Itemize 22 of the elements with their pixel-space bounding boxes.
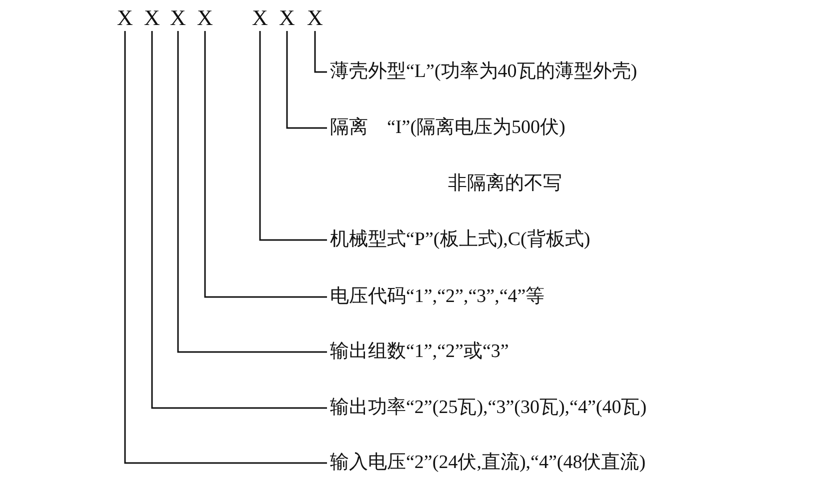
description-text: 机械型式“P”(板上式),C(背板式) (330, 228, 590, 252)
description-text: 电压代码“1”,“2”,“3”,“4”等 (330, 285, 545, 309)
code-letter: X (251, 6, 269, 30)
description-text: 隔离 “I”(隔离电压为500伏) (330, 116, 566, 140)
description-text: 输入电压“2”(24伏,直流),“4”(48伏直流) (330, 451, 646, 475)
leader-line (259, 31, 327, 241)
leader-line (177, 31, 327, 353)
description-text: 输出组数“1”,“2”或“3” (330, 340, 509, 364)
leader-line (151, 31, 327, 409)
leader-line (124, 31, 327, 464)
description-text: 薄壳外型“L”(功率为40瓦的薄型外壳) (330, 60, 638, 84)
code-letter: X (169, 6, 187, 30)
leader-line (286, 31, 327, 129)
code-letter: X (116, 6, 134, 30)
code-letter: X (278, 6, 296, 30)
description-text: 输出功率“2”(25瓦),“3”(30瓦),“4”(40瓦) (330, 396, 647, 420)
code-letter: X (306, 6, 324, 30)
leader-line (204, 31, 327, 298)
code-letter: X (196, 6, 214, 30)
description-text: 非隔离的不写 (447, 172, 563, 196)
code-letter: X (143, 6, 161, 30)
leader-line (314, 31, 327, 73)
